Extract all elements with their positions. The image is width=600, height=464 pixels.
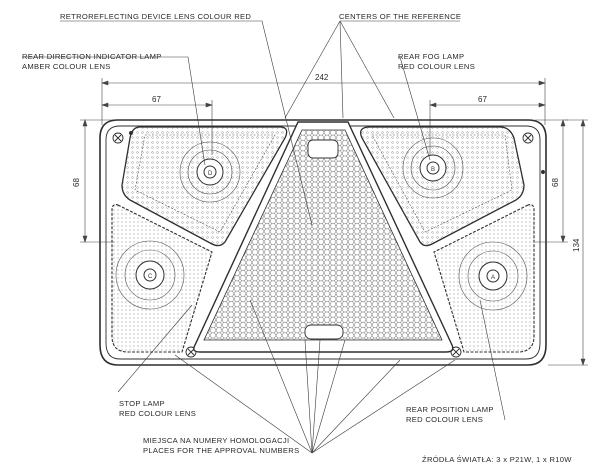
label-stop-lamp: STOP LAMP [119, 399, 165, 408]
label-centers-reference: CENTERS OF THE REFERENCE [339, 12, 462, 21]
label-fog-lamp: REAR FOG LAMP [398, 52, 465, 61]
label-fog-lamp-lens: RED COLOUR LENS [398, 62, 476, 71]
approval-number-slot-bottom [304, 324, 344, 340]
label-approval-pl: MIEJSCA NA NUMERY HOMOLOGACJI [143, 436, 290, 445]
dim-left-lamp-width: 67 [152, 95, 161, 104]
label-position-lamp: REAR POSITION LAMP [406, 405, 494, 414]
screw-bottom-right [450, 346, 462, 358]
label-direction-indicator-lens: AMBER COLOUR LENS [22, 62, 111, 71]
retroreflector-triangle [193, 121, 454, 353]
dim-overall-height: 134 [572, 238, 581, 252]
svg-text:A: A [491, 275, 495, 281]
approval-number-slot-top [307, 139, 339, 159]
svg-text:B: B [431, 167, 435, 173]
lamp-housing [99, 119, 547, 366]
dim-right-lamp-width: 67 [478, 95, 487, 104]
screw-top-right [522, 132, 534, 144]
label-approval-en: PLACES FOR THE APPROVAL NUMBERS [143, 446, 300, 455]
label-retroreflecting: RETROREFLECTING DEVICE LENS COLOUR RED [60, 12, 252, 21]
dim-overall-width: 242 [315, 73, 329, 82]
screw-mid-right [541, 170, 545, 174]
position-lamp-lens: A [433, 204, 535, 353]
fog-lamp-lens: B [359, 126, 525, 247]
dimension-lines [80, 78, 588, 366]
label-direction-indicator: REAR DIRECTION INDICATOR LAMP [22, 52, 162, 61]
label-stop-lamp-lens: RED COLOUR LENS [119, 409, 197, 418]
screw-top-left [112, 132, 124, 144]
label-position-lamp-lens: RED COLOUR LENS [406, 415, 484, 424]
leader-lines [22, 20, 506, 454]
dim-left-lamp-height: 68 [72, 178, 81, 187]
dim-right-lamp-height: 68 [551, 178, 560, 187]
svg-text:C: C [148, 274, 153, 280]
direction-indicator-lens: D [121, 126, 288, 247]
mounting-screws [112, 131, 545, 358]
stop-lamp-lens: C [111, 204, 213, 353]
label-light-sources: ŹRÓDŁA ŚWIATŁA: 3 x P21W, 1 x R10W [422, 455, 572, 464]
svg-text:D: D [208, 171, 213, 177]
